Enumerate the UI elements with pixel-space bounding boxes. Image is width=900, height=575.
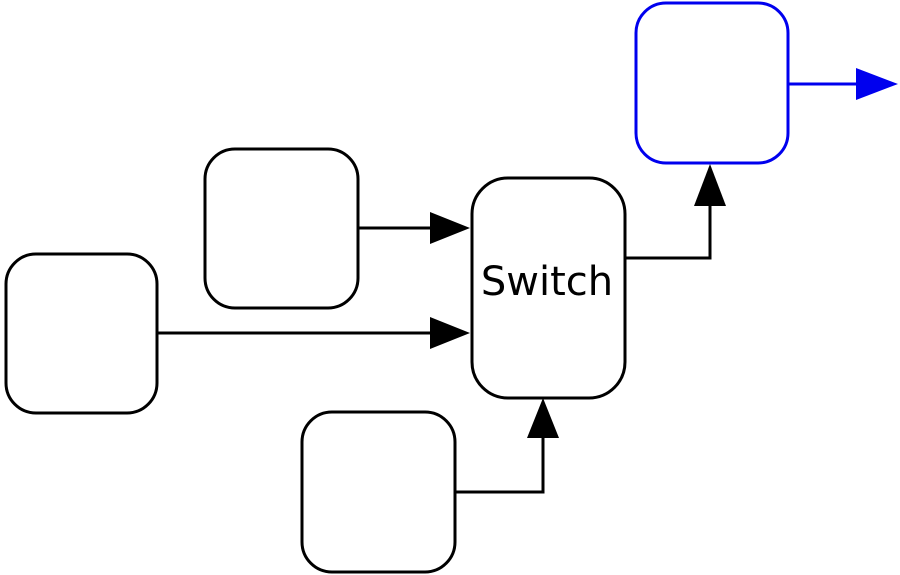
node-input-bottom[interactable] <box>300 410 457 574</box>
node-switch[interactable] <box>470 176 627 400</box>
arrowhead-input-top-to-switch <box>430 212 470 244</box>
arrowhead-output-to-external <box>856 68 898 100</box>
arrowhead-input-left-to-switch <box>430 317 470 349</box>
edge-input-bottom-to-switch <box>455 428 545 494</box>
arrowhead-input-bottom-to-switch <box>527 398 559 438</box>
switch-label: Switch <box>481 259 613 305</box>
node-input-top[interactable] <box>203 147 360 310</box>
node-input-left[interactable] <box>4 252 159 415</box>
node-output[interactable] <box>634 1 790 165</box>
edge-switch-to-output <box>625 196 712 260</box>
edges <box>157 68 898 494</box>
nodes <box>4 1 790 574</box>
arrowhead-switch-to-output <box>694 164 726 206</box>
